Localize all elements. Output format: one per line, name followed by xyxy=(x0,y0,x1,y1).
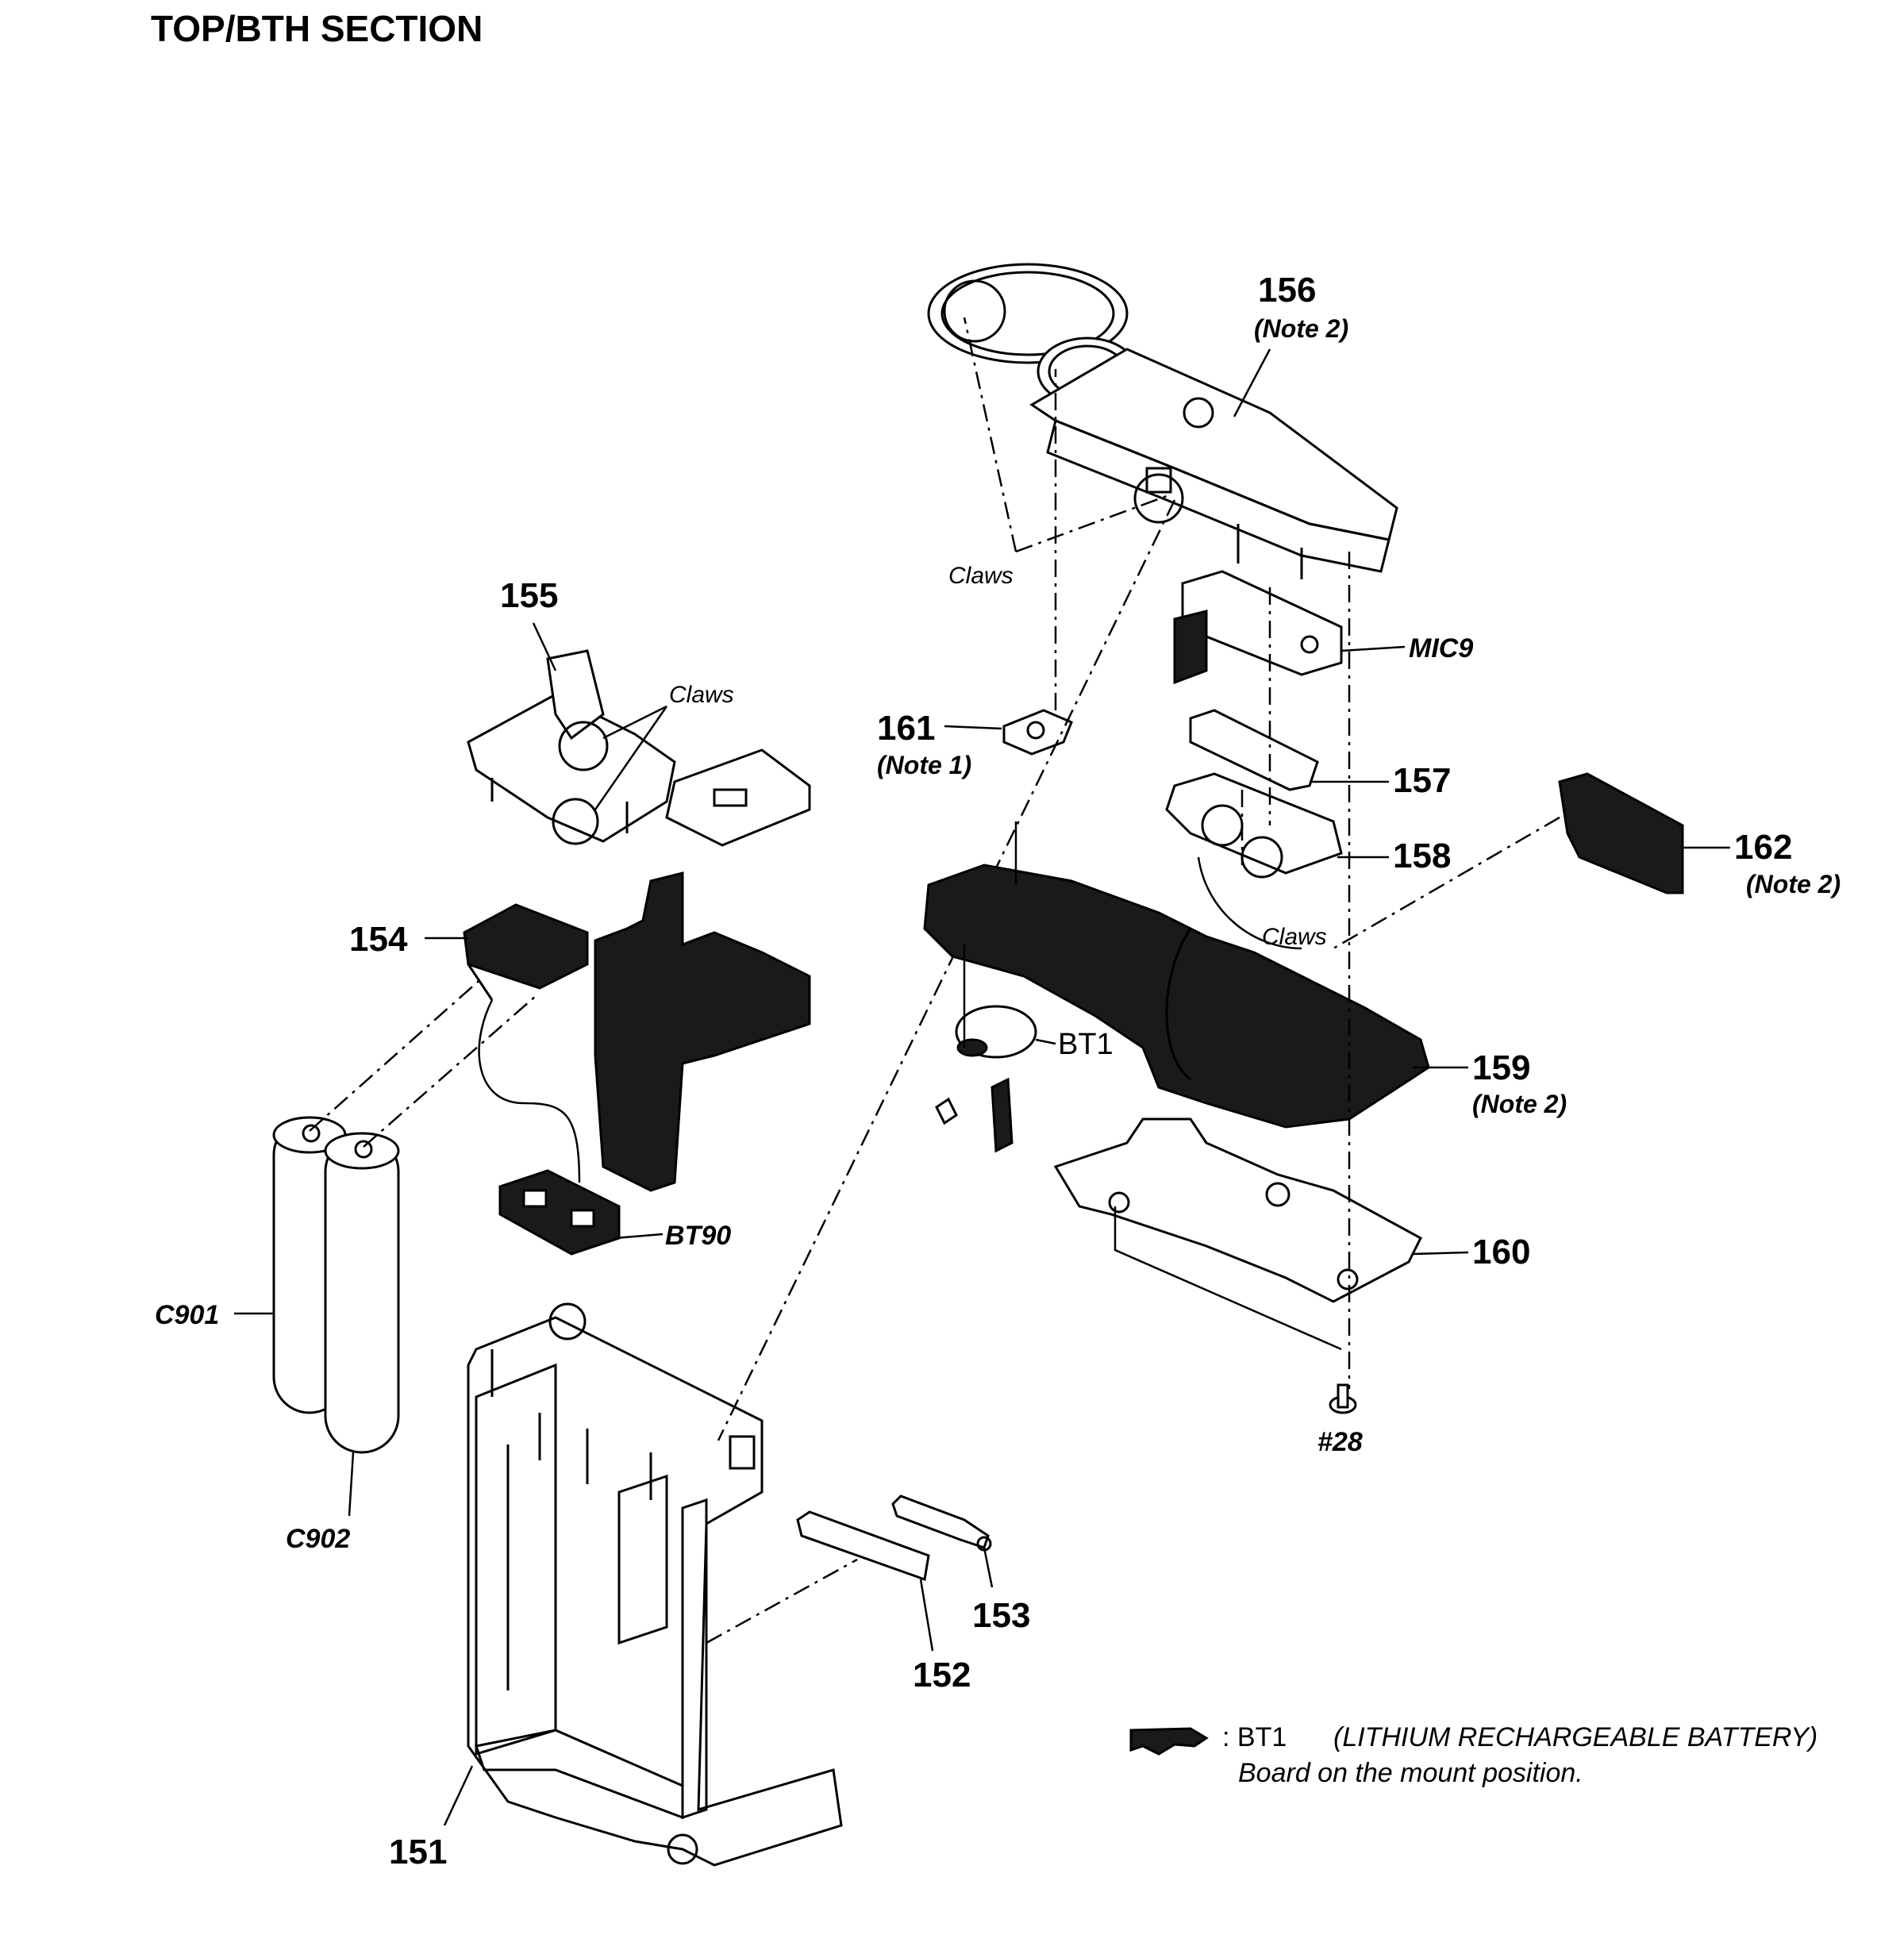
label-screw-28: #28 xyxy=(1317,1427,1363,1457)
part-c902-capacitor xyxy=(324,1132,400,1454)
label-158: 158 xyxy=(1393,837,1451,875)
label-159: 159 xyxy=(1472,1048,1530,1087)
legend-description: (LITHIUM RECHARGEABLE BATTERY) xyxy=(1333,1722,1817,1752)
legend-line2: Board on the mount position. xyxy=(1238,1758,1583,1788)
label-mic9: MIC9 xyxy=(1409,633,1473,664)
screw-28 xyxy=(1329,1383,1357,1414)
part-mic9 xyxy=(1173,570,1343,685)
note-159: (Note 2) xyxy=(1472,1090,1567,1118)
label-161: 161 xyxy=(877,709,935,748)
label-151: 151 xyxy=(389,1833,447,1871)
section-title: TOP/BTH SECTION xyxy=(151,8,483,49)
part-151-frame xyxy=(467,1302,843,1867)
part-152-panel xyxy=(796,1510,930,1582)
note-162: (Note 2) xyxy=(1746,870,1841,898)
label-bt90: BT90 xyxy=(665,1221,731,1251)
label-156: 156 xyxy=(1258,271,1316,310)
part-bt90-holder xyxy=(498,1169,621,1256)
label-154: 154 xyxy=(349,920,408,959)
part-162-cover xyxy=(1558,772,1684,894)
part-160-plate xyxy=(1053,1117,1422,1303)
label-bt1: BT1 xyxy=(1058,1028,1114,1061)
part-161-clip xyxy=(1002,709,1073,756)
part-155-bracket xyxy=(467,649,811,847)
part-153-lever xyxy=(891,1494,992,1552)
label-160: 160 xyxy=(1472,1233,1530,1271)
label-c902: C902 xyxy=(286,1524,350,1554)
part-bt1-battery xyxy=(935,1005,1037,1153)
claws-label-left: Claws xyxy=(669,682,734,708)
part-158-bracket xyxy=(1165,772,1343,879)
label-157: 157 xyxy=(1393,761,1451,800)
label-162: 162 xyxy=(1734,828,1792,867)
label-152: 152 xyxy=(913,1656,971,1694)
legend-prefix: : BT1 xyxy=(1222,1722,1287,1752)
part-159-board xyxy=(923,864,1430,1129)
note-161: (Note 1) xyxy=(877,751,971,779)
note-156: (Note 2) xyxy=(1254,314,1348,343)
label-153: 153 xyxy=(972,1596,1030,1635)
battery-marker-icon xyxy=(1129,1727,1209,1756)
part-157-strip xyxy=(1189,709,1319,791)
claws-label-top: Claws xyxy=(948,563,1014,589)
label-155: 155 xyxy=(500,576,558,615)
legend-bt1: : BT1 (LITHIUM RECHARGEABLE BATTERY) Boa… xyxy=(1129,1722,1817,1788)
label-c901: C901 xyxy=(155,1300,219,1330)
part-154-board xyxy=(463,871,811,1192)
claws-label-right: Claws xyxy=(1262,924,1327,950)
part-156-top-cover xyxy=(927,263,1398,579)
